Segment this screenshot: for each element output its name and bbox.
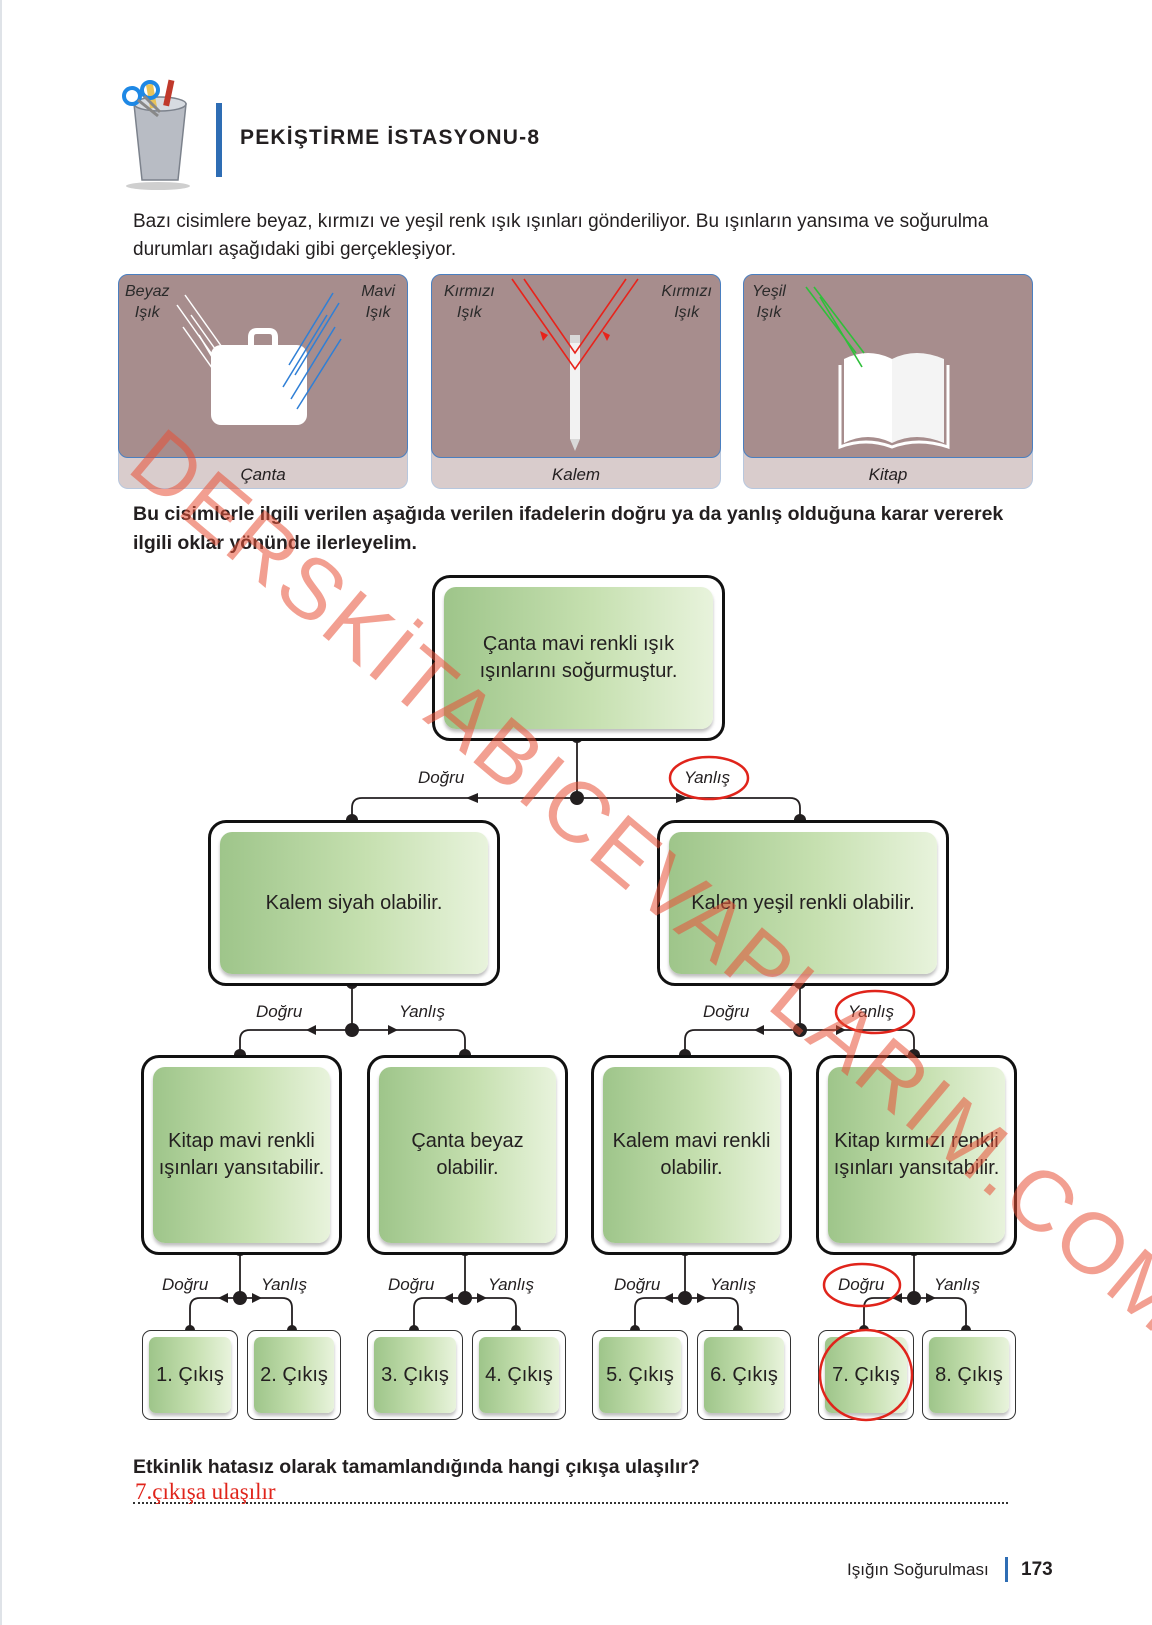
- mark-circle: [668, 755, 750, 801]
- true-label: Doğru: [162, 1275, 209, 1294]
- footer-section: Işığın Soğurulması: [847, 1560, 989, 1579]
- panel-caption: Çanta: [240, 465, 286, 484]
- false-label: Yanlış: [488, 1275, 534, 1294]
- mark-circle: [834, 989, 916, 1035]
- pencil-cup-icon: [122, 79, 190, 190]
- exit-label: 2. Çıkış: [254, 1337, 334, 1413]
- exit-label: 5. Çıkış: [599, 1337, 681, 1413]
- page-edge: [0, 0, 2, 1625]
- statement-box-right: Kalem yeşil renkli olabilir.: [657, 820, 949, 986]
- statement-box-3: Kalem mavi renkli olabilir.: [591, 1055, 792, 1255]
- statement-text: Çanta beyaz olabilir.: [379, 1067, 556, 1243]
- true-label: Doğru: [703, 1002, 750, 1021]
- title-accent-bar: [216, 103, 222, 177]
- handwritten-answer: 7.çıkışa ulaşılır: [135, 1479, 276, 1504]
- true-label: Doğru: [614, 1275, 661, 1294]
- statement-text: Kalem yeşil renkli olabilir.: [669, 832, 937, 974]
- panel-caption: Kitap: [868, 465, 908, 484]
- statement-text: Kitap mavi renkli ışınları yansıtabilir.: [153, 1067, 330, 1243]
- statement-text: Kalem siyah olabilir.: [220, 832, 488, 974]
- mark-circle: [818, 1328, 914, 1422]
- book-illustration: [805, 286, 950, 450]
- false-label: Yanlış: [710, 1275, 756, 1294]
- true-label: Doğru: [418, 768, 465, 787]
- exit-box-5: 5. Çıkış: [592, 1330, 688, 1420]
- false-label: Yanlış: [261, 1275, 307, 1294]
- statement-text: Kitap kırmızı renkli ışınları yansıtabil…: [828, 1067, 1005, 1243]
- exit-label: 4. Çıkış: [479, 1337, 559, 1413]
- exit-label: 6. Çıkış: [704, 1337, 784, 1413]
- statement-box-left: Kalem siyah olabilir.: [208, 820, 500, 986]
- exit-label: 8. Çıkış: [929, 1337, 1009, 1413]
- exit-box-8: 8. Çıkış: [922, 1330, 1016, 1420]
- panel-caption: Kalem: [551, 465, 601, 484]
- bag-illustration: [176, 292, 342, 425]
- statement-text: Kalem mavi renkli olabilir.: [603, 1067, 780, 1243]
- statement-box-1: Kitap mavi renkli ışınları yansıtabilir.: [141, 1055, 342, 1255]
- page-number: 173: [1021, 1559, 1053, 1580]
- page-title: PEKİŞTİRME İSTASYONU-8: [240, 126, 541, 149]
- exit-label: 1. Çıkış: [149, 1337, 231, 1413]
- exit-box-6: 6. Çıkış: [697, 1330, 791, 1420]
- answer-line: [133, 1502, 1008, 1504]
- final-question: Etkinlik hatasız olarak tamamlandığında …: [133, 1456, 700, 1478]
- false-label: Yanlış: [684, 768, 730, 787]
- exit-box-4: 4. Çıkış: [472, 1330, 566, 1420]
- exit-box-3: 3. Çıkış: [367, 1330, 463, 1420]
- exit-box-1: 1. Çıkış: [142, 1330, 238, 1420]
- true-label: Doğru: [388, 1275, 435, 1294]
- false-label: Yanlış: [399, 1002, 445, 1021]
- mark-circle: [822, 1262, 902, 1308]
- exit-label: 3. Çıkış: [374, 1337, 456, 1413]
- statement-text: Çanta mavi renkli ışık ışınlarını soğurm…: [444, 587, 713, 729]
- statement-box-4: Kitap kırmızı renkli ışınları yansıtabil…: [816, 1055, 1017, 1255]
- pencil-illustration: [511, 278, 639, 451]
- statement-box-2: Çanta beyaz olabilir.: [367, 1055, 568, 1255]
- false-label: Yanlış: [848, 1002, 894, 1021]
- true-label: Doğru: [256, 1002, 303, 1021]
- exit-box-2: 2. Çıkış: [247, 1330, 341, 1420]
- root-statement-box: Çanta mavi renkli ışık ışınlarını soğurm…: [432, 575, 725, 741]
- footer-accent-bar: [1005, 1557, 1008, 1582]
- instruction-text: Bu cisimlerle ilgili verilen aşağıda ver…: [133, 503, 1004, 554]
- exit-label: 7. Çıkış: [825, 1337, 907, 1413]
- true-label: Doğru: [838, 1275, 885, 1294]
- intro-text: Bazı cisimlere beyaz, kırmızı ve yeşil r…: [133, 211, 989, 260]
- false-label: Yanlış: [934, 1275, 980, 1294]
